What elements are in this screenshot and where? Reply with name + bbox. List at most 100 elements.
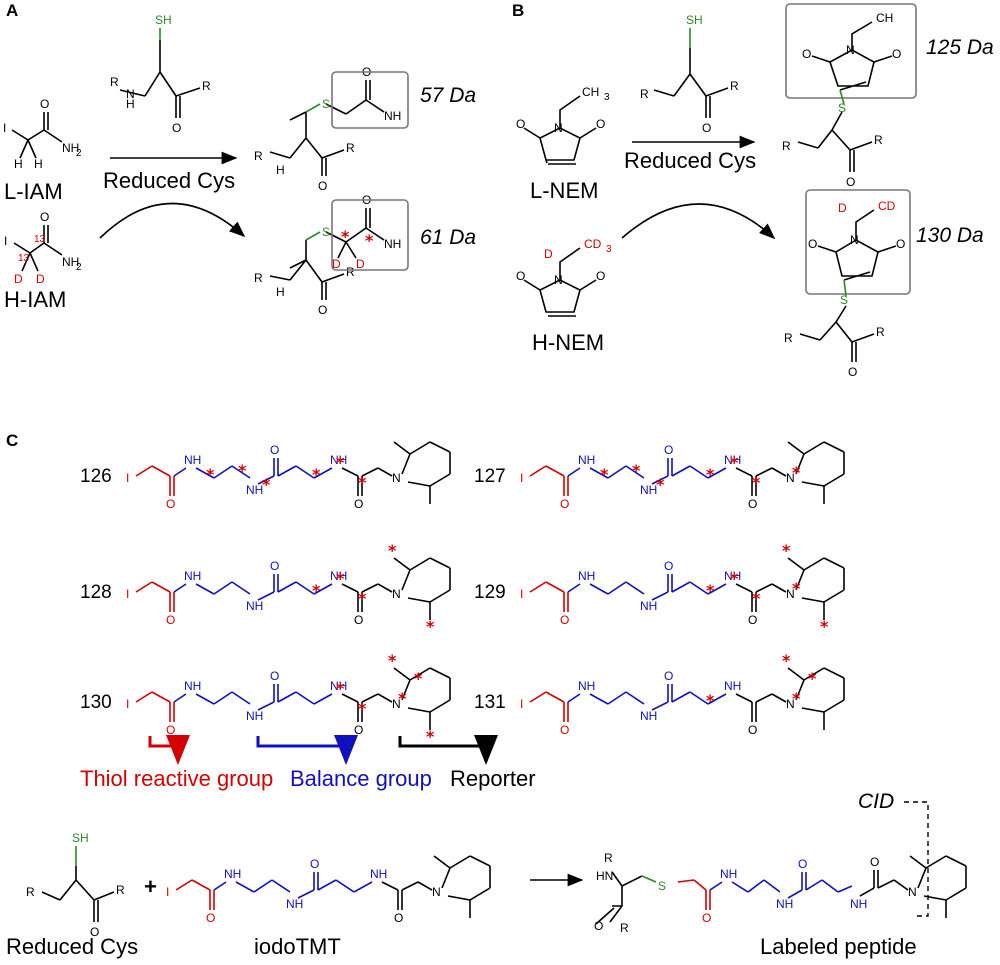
h-nem-structure: N O O D CD 3 (516, 237, 612, 317)
bond (567, 583, 581, 593)
atom-ch3: CH (876, 11, 893, 25)
atom-o: O (270, 559, 279, 573)
bond (441, 867, 451, 889)
bond (151, 691, 171, 703)
atom-o: O (702, 121, 711, 135)
atom-c13: 13 (34, 234, 46, 245)
bond (213, 581, 233, 595)
isotope-star: * (426, 727, 435, 746)
bond (401, 453, 411, 475)
bond (195, 583, 215, 595)
labeled-peptide-label: Labeled peptide (760, 934, 917, 959)
mass-box-top-b (785, 3, 917, 99)
atom-i: I (520, 697, 523, 711)
legend-balance: Balance group (290, 766, 432, 791)
atom-o: O (354, 613, 363, 627)
atom-r1: R (604, 851, 613, 865)
bond (191, 879, 211, 891)
atom-i: I (3, 121, 6, 135)
atom-i: I (166, 885, 169, 899)
bond (545, 691, 565, 703)
atom-o: O (310, 857, 319, 871)
bond (151, 581, 171, 593)
atom-i: I (4, 234, 7, 248)
atom-n: N (850, 233, 859, 247)
bond (135, 691, 153, 703)
bond (313, 693, 333, 705)
bond (787, 557, 805, 571)
isotope-star: * (782, 651, 791, 670)
atom-r1: R (640, 87, 649, 101)
bond (429, 473, 451, 487)
bond (803, 441, 825, 455)
bond (567, 693, 581, 703)
atom-o: O (702, 911, 711, 925)
bond (409, 557, 431, 571)
atom-n: N (554, 121, 563, 135)
atom-nh: NH (286, 897, 303, 911)
reduced-cys-structure-b: SH R O R (640, 13, 739, 135)
bond (529, 691, 547, 703)
isotope-star: * (706, 581, 715, 600)
atom-r2: R (730, 79, 739, 93)
atom-h: H (276, 163, 285, 177)
isotope-star: * (656, 475, 665, 494)
bond (529, 581, 547, 593)
atom-d2c: D (544, 247, 553, 261)
bond (257, 701, 275, 711)
bond (821, 879, 839, 893)
bond (607, 465, 627, 479)
isotope-star: * (388, 651, 397, 670)
isotope-star: * (752, 473, 761, 492)
atom-n: N (392, 587, 401, 601)
bond (151, 465, 171, 477)
atom-n: N (126, 87, 135, 101)
bond (607, 581, 627, 595)
tmt-tag-label: 126 (80, 466, 112, 487)
atom-nh: NH (246, 483, 263, 497)
isotope-star: * (341, 227, 350, 246)
atom-c13: 13 (18, 253, 30, 264)
bond (689, 691, 709, 705)
atom-nh: NH (330, 453, 347, 467)
bond (377, 693, 393, 703)
isotope-star: * (730, 453, 739, 472)
atom-n: N (846, 43, 855, 57)
atom-o: O (798, 857, 807, 871)
mass-61: 61 Da (420, 226, 476, 249)
bond (195, 693, 215, 705)
bond (651, 475, 669, 485)
bond (393, 667, 411, 681)
atom-d: D (14, 272, 23, 286)
bond (173, 583, 187, 593)
bond (409, 441, 431, 455)
bond (449, 855, 471, 869)
atom-n: N (908, 885, 917, 899)
bond (295, 465, 315, 479)
bond (859, 887, 875, 897)
bond (297, 889, 315, 899)
isotope-star: * (426, 617, 435, 636)
bond (755, 583, 773, 593)
bond (567, 467, 581, 477)
isotope-star: * (782, 541, 791, 560)
bond (277, 691, 297, 703)
bond (689, 465, 709, 479)
bond (795, 569, 805, 591)
atom-nh: NH (184, 679, 201, 693)
bond (429, 699, 451, 713)
atom-o: O (318, 179, 327, 193)
bond (677, 879, 695, 883)
bond (377, 467, 393, 477)
bond (313, 467, 333, 479)
bond (763, 879, 781, 893)
isotope-star: * (238, 461, 247, 480)
bond (317, 879, 337, 891)
atom-nh: NH (578, 679, 595, 693)
l-nem-structure: N O O CH 3 (516, 85, 610, 165)
